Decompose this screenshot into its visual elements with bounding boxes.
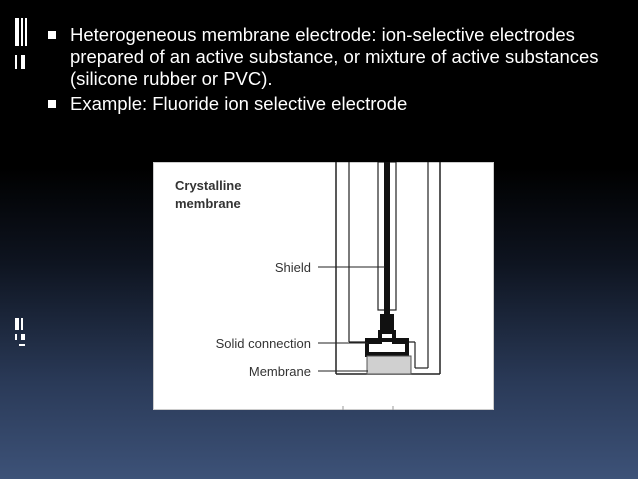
electrode-diagram-svg: Crystalline membrane — [153, 162, 494, 410]
label-shield: Shield — [275, 260, 311, 275]
diagram-title-line1: Crystalline — [175, 178, 241, 193]
bullet-text: Example: Fluoride ion selective electrod… — [70, 93, 408, 114]
label-solid-connection: Solid connection — [216, 336, 311, 351]
membrane — [366, 355, 412, 375]
electrode-diagram: Crystalline membrane — [153, 162, 494, 410]
solid-connection — [365, 314, 409, 357]
bullet-item: Example: Fluoride ion selective electrod… — [48, 93, 608, 115]
square-bullet-icon — [48, 31, 56, 39]
shield-tube — [377, 162, 397, 314]
bullet-list: Heterogeneous membrane electrode: ion-se… — [48, 24, 608, 118]
square-bullet-icon — [48, 100, 56, 108]
label-membrane: Membrane — [249, 364, 311, 379]
bullet-text: Heterogeneous membrane electrode: ion-se… — [70, 24, 599, 89]
diagram-title-line2: membrane — [175, 196, 241, 211]
bullet-item: Heterogeneous membrane electrode: ion-se… — [48, 24, 608, 90]
